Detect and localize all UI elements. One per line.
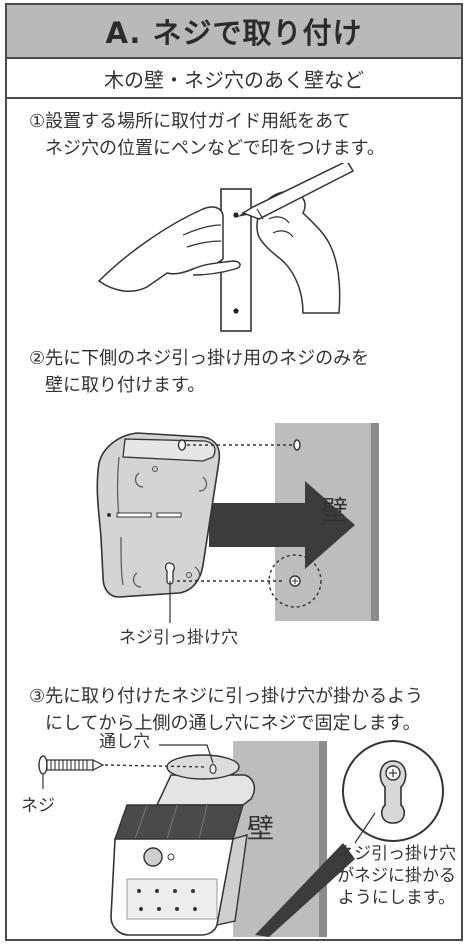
top-hole xyxy=(177,439,187,451)
note-line-2: がネジに掛かる xyxy=(337,866,456,886)
through-hole-label: 通し穴 xyxy=(99,732,150,752)
screw-label: ネジ xyxy=(21,796,55,816)
note-line-1: ネジ引っ掛け穴 xyxy=(337,844,456,864)
page-subtitle: 木の壁・ネジ穴のあく壁など xyxy=(104,67,364,92)
wall-label-step-3: 壁 xyxy=(247,814,274,845)
mark-dot-bottom xyxy=(233,308,239,314)
step-1-text: ①設置する場所に取付ガイド用紙をあて ネジ穴の位置にペンなどで印をつけます。 xyxy=(29,108,385,162)
hook-hole xyxy=(165,562,175,585)
step-2-text: ②先に下側のネジ引っ掛け用のネジのみを 壁に取り付けます。 xyxy=(29,345,369,399)
left-hand xyxy=(97,206,224,293)
step-3-line-1: ③先に取り付けたネジに引っ掛け穴が掛かるよう xyxy=(29,686,424,707)
sensor-icon xyxy=(143,847,163,867)
note-line-3: ようにします。 xyxy=(337,888,456,908)
screw-icon xyxy=(38,755,105,775)
pen-icon xyxy=(237,163,355,220)
mark-dot-top xyxy=(233,212,239,218)
step-1-illustration xyxy=(97,163,355,332)
step-2-line-1: ②先に下側のネジ引っ掛け用のネジのみを xyxy=(29,348,370,369)
title-bar: A. ネジで取り付け xyxy=(7,5,461,59)
subtitle-bar: 木の壁・ネジ穴のあく壁など xyxy=(7,59,461,99)
instruction-frame: A. ネジで取り付け 木の壁・ネジ穴のあく壁など ①設置する場所に取付ガイド用紙… xyxy=(5,3,463,941)
solar-light-device xyxy=(110,754,256,936)
note-text: ネジ引っ掛け穴 がネジに掛かる ようにします。 xyxy=(337,843,456,909)
screw-highlight xyxy=(268,554,322,608)
step-3-illustration xyxy=(38,740,444,937)
step-1-line-1: ①設置する場所に取付ガイド用紙をあて xyxy=(29,111,351,132)
page-title: A. ネジで取り付け xyxy=(105,16,363,50)
step-2-illustration xyxy=(96,423,379,623)
hook-hole-label: ネジ引っ掛け穴 xyxy=(119,628,238,648)
step-3-line-2: にしてから上側の通し穴にネジで固定します。 xyxy=(45,713,421,734)
step-2-line-2: 壁に取り付けます。 xyxy=(45,375,206,396)
wall-label-step-2: 壁 xyxy=(321,496,348,527)
arrow-icon xyxy=(209,481,355,569)
step-1-line-2: ネジ穴の位置にペンなどで印をつけます。 xyxy=(45,138,385,159)
step-3-text: ③先に取り付けたネジに引っ掛け穴が掛かるよう にしてから上側の通し穴にネジで固定… xyxy=(29,683,423,737)
